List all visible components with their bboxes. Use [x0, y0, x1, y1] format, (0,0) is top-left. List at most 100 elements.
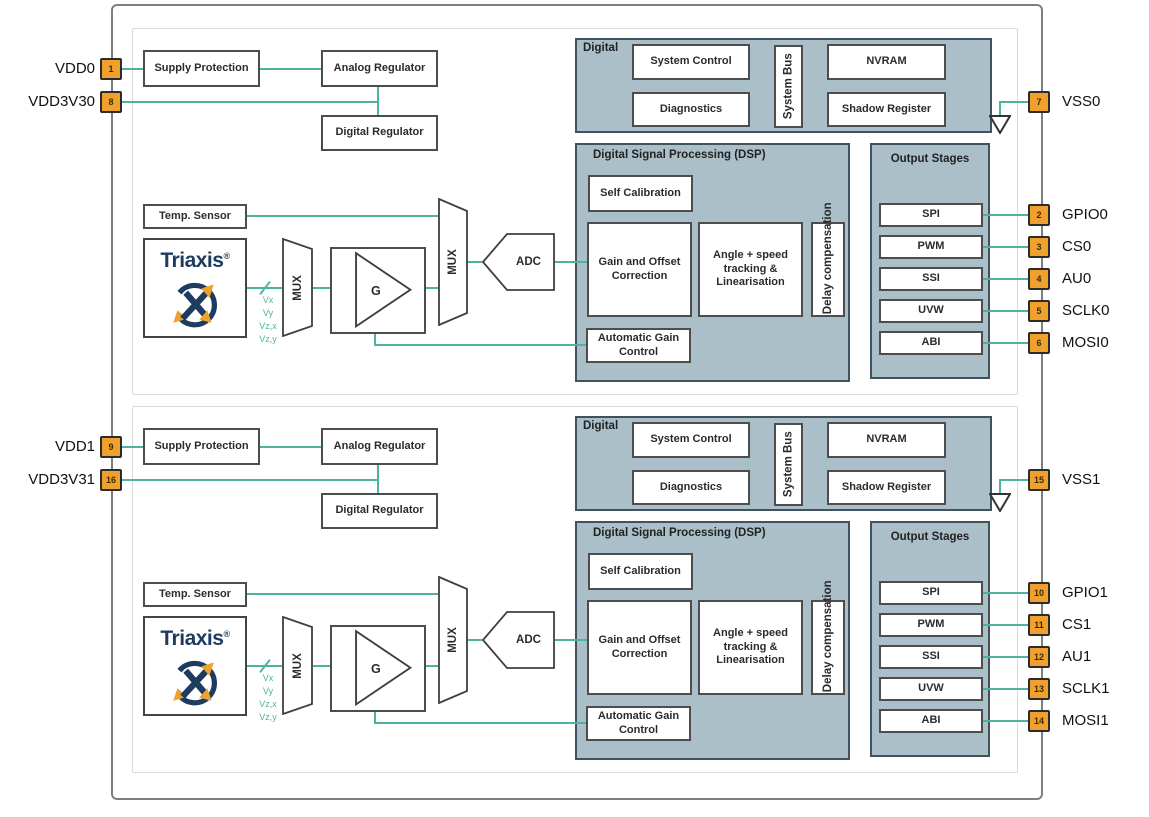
dsp-title: Digital Signal Processing (DSP) — [593, 149, 766, 161]
self-calibration-box: Self Calibration — [588, 175, 693, 212]
wire-uvw-pin — [983, 310, 1028, 312]
wire-tempsensor-mux2 — [247, 593, 438, 595]
vdd-pin-label: VDD0 — [54, 60, 95, 77]
dsp-title: Digital Signal Processing (DSP) — [593, 527, 766, 539]
cs-pin-label: CS1 — [1062, 616, 1092, 633]
ssi-box: SSI — [879, 645, 983, 669]
gain-offset-box: Gain and Offset Correction — [587, 600, 692, 695]
gpio-pin: 2 — [1028, 204, 1050, 226]
signal-vzx: Vz,x — [259, 321, 277, 331]
wire-vdd-supply — [122, 68, 143, 70]
angle-speed-box: Angle + speed tracking & Linearisation — [698, 222, 803, 317]
mux2-label: MUX — [447, 249, 459, 275]
diagnostics-box: Diagnostics — [632, 92, 750, 127]
au-pin-label: AU1 — [1062, 648, 1092, 665]
wire-mux2-adc — [468, 261, 482, 263]
channel-0: Supply Protection Analog Regulator Digit… — [0, 28, 1149, 395]
uvw-box: UVW — [879, 299, 983, 323]
digital-regulator-box: Digital Regulator — [321, 493, 438, 529]
supply-protection-box: Supply Protection — [143, 428, 260, 465]
temp-sensor-box: Temp. Sensor — [143, 204, 247, 229]
wire-abi-pin — [983, 342, 1028, 344]
wire-adc-dsp — [555, 261, 587, 263]
triaxis-logo-text: Triaxis® — [160, 627, 230, 650]
wire-spi-pin — [983, 214, 1028, 216]
channel-1: Supply Protection Analog Regulator Digit… — [0, 406, 1149, 773]
vdd3v3-pin-label: VDD3V30 — [28, 93, 95, 110]
adc-shape: ADC — [482, 233, 555, 291]
digital-regulator-box: Digital Regulator — [321, 115, 438, 151]
mux2-label: MUX — [447, 627, 459, 653]
spi-box: SPI — [879, 203, 983, 227]
wire-abi-pin — [983, 720, 1028, 722]
wire-vdd3v3 — [122, 101, 378, 103]
wire-vss-h — [999, 479, 1028, 481]
system-control-box: System Control — [632, 422, 750, 458]
signal-vzy: Vz,y — [259, 712, 277, 722]
vdd3v3-pin: 8 — [100, 91, 122, 113]
wire-pwm-pin — [983, 246, 1028, 248]
cs-pin: 3 — [1028, 236, 1050, 258]
mosi-pin: 14 — [1028, 710, 1050, 732]
wire-adc-dsp — [555, 639, 587, 641]
triaxis-logo-icon — [173, 282, 217, 328]
signal-line-labels: Vx Vy Vz,x Vz,y — [250, 294, 286, 346]
delay-compensation-label: Delay compensation — [821, 580, 834, 693]
au-pin: 12 — [1028, 646, 1050, 668]
vdd-pin: 1 — [100, 58, 122, 80]
signal-vzx: Vz,x — [259, 699, 277, 709]
signal-vx: Vx — [262, 295, 274, 305]
wire-analogreg-digitalreg — [377, 87, 379, 115]
gpio-pin-label: GPIO1 — [1062, 584, 1108, 601]
triaxis-sensor-box: Triaxis® — [143, 238, 247, 338]
adc-label: ADC — [516, 634, 541, 646]
analog-regulator-box: Analog Regulator — [321, 428, 438, 465]
wire-supply-analogreg — [260, 446, 321, 448]
adc-shape: ADC — [482, 611, 555, 669]
wire-spi-pin — [983, 592, 1028, 594]
diagnostics-box: Diagnostics — [632, 470, 750, 505]
abi-box: ABI — [879, 331, 983, 355]
gain-amplifier-label: G — [371, 662, 381, 676]
angle-speed-box: Angle + speed tracking & Linearisation — [698, 600, 803, 695]
vss-pin-label: VSS1 — [1062, 471, 1101, 488]
self-calibration-box: Self Calibration — [588, 553, 693, 590]
wire-vdd3v3 — [122, 479, 378, 481]
digital-block-label: Digital — [583, 420, 619, 432]
wire-analogreg-digitalreg — [377, 465, 379, 493]
signal-vy: Vy — [262, 308, 274, 318]
pwm-box: PWM — [879, 235, 983, 259]
gpio-pin: 10 — [1028, 582, 1050, 604]
analog-regulator-box: Analog Regulator — [321, 50, 438, 87]
output-stages-title: Output Stages — [890, 531, 970, 543]
gain-amplifier-label: G — [371, 284, 381, 298]
pwm-box: PWM — [879, 613, 983, 637]
wire-agc-feedback-v — [374, 708, 376, 724]
vdd3v3-pin-label: VDD3V31 — [28, 471, 95, 488]
gpio-pin-label: GPIO0 — [1062, 206, 1108, 223]
vss-pin: 7 — [1028, 91, 1050, 113]
system-bus-box: System Bus — [774, 423, 803, 506]
abi-box: ABI — [879, 709, 983, 733]
shadow-register-box: Shadow Register — [827, 470, 946, 505]
mux2-shape: MUX — [438, 576, 468, 704]
nvram-box: NVRAM — [827, 422, 946, 458]
spi-box: SPI — [879, 581, 983, 605]
delay-compensation-box: Delay compensation — [811, 203, 845, 317]
triaxis-logo-icon — [173, 660, 217, 706]
mux1-label: MUX — [291, 274, 304, 301]
adc-label: ADC — [516, 256, 541, 268]
gain-amplifier-box: G — [330, 247, 426, 334]
triaxis-sensor-box: Triaxis® — [143, 616, 247, 716]
wire-agc-feedback-h — [374, 344, 586, 346]
wire-ssi-pin — [983, 656, 1028, 658]
nvram-box: NVRAM — [827, 44, 946, 80]
wire-mux2-adc — [468, 639, 482, 641]
digital-block-label: Digital — [583, 42, 619, 54]
mosi-pin-label: MOSI1 — [1062, 712, 1109, 729]
temp-sensor-box: Temp. Sensor — [143, 582, 247, 607]
ground-icon — [988, 493, 1012, 513]
cs-pin-label: CS0 — [1062, 238, 1092, 255]
system-bus-box: System Bus — [774, 45, 803, 128]
wire-tempsensor-mux2 — [247, 215, 438, 217]
